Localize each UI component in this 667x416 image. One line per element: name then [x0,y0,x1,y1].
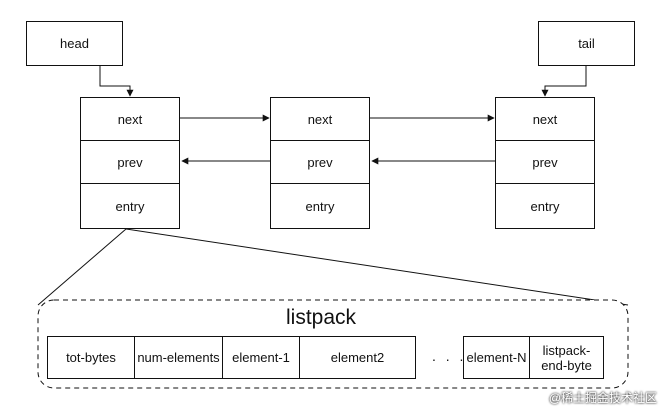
listpack-cell-element-1: element-1 [222,336,300,379]
listpack-cell-tot-bytes: tot-bytes [47,336,135,379]
head-pointer-arrow [99,66,134,97]
listpack-cell-num-elements: num-elements [134,336,223,379]
zoom-line-left [37,228,127,306]
node3-prev: prev [495,140,595,184]
listpack-title: listpack [286,306,357,329]
listpack-cell-element-n: element-N [463,336,530,379]
node1-next: next [80,97,180,141]
node2-entry: entry [270,183,370,229]
zoom-line-right [125,228,629,306]
node2-prev: prev [270,140,370,184]
node1-entry: entry [80,183,180,229]
node2-next: next [270,97,370,141]
listpack-ellipsis: . . . [432,348,467,364]
listpack-cell-element2: element2 [299,336,416,379]
node1-prev: prev [80,140,180,184]
listpack-cell-end-byte: listpack-end-byte [529,336,604,379]
head-box: head [26,21,123,66]
node3-next: next [495,97,595,141]
tail-pointer-arrow [541,66,587,97]
watermark: @稀土掘金技术社区 [548,391,657,405]
node3-entry: entry [495,183,595,229]
tail-box: tail [538,21,635,66]
